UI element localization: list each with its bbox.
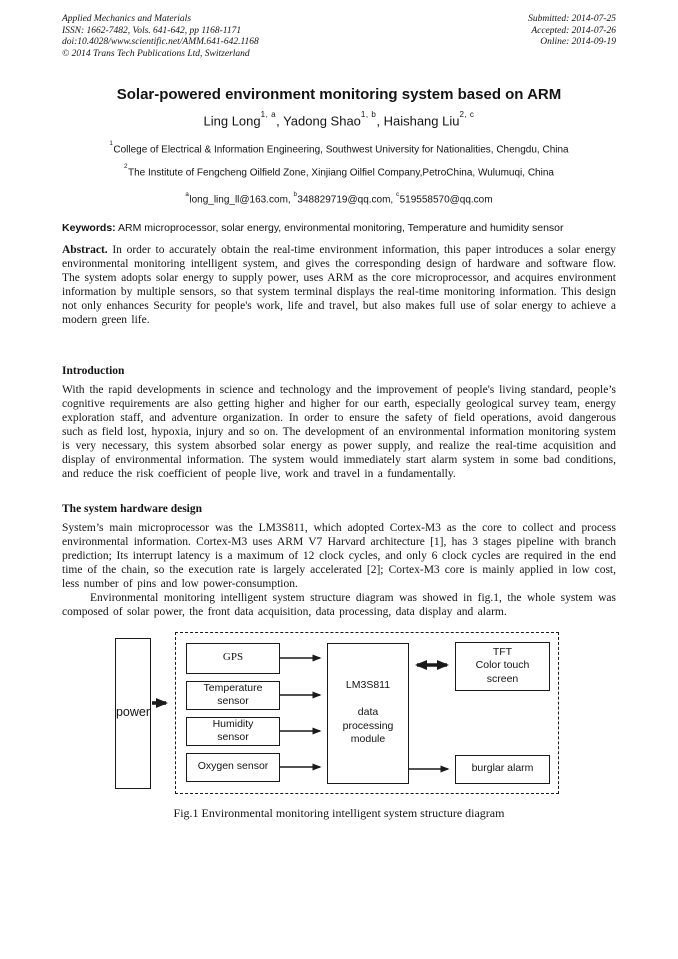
submitted-date: Submitted: 2014-07-25 xyxy=(528,14,616,24)
keywords-block: Keywords: ARM microprocessor, solar ener… xyxy=(62,221,616,235)
diagram-box-power: power xyxy=(115,637,151,789)
author-1-superscript: 1, a xyxy=(260,109,277,119)
author-2-name: Yadong Shao xyxy=(283,113,361,129)
submission-dates: Submitted: 2014-07-25 Accepted: 2014-07-… xyxy=(528,14,616,60)
journal-doi-line: doi:10.4028/www.scientific.net/AMM.641-6… xyxy=(62,37,259,48)
journal-copyright-line: © 2014 Trans Tech Publications Ltd, Swit… xyxy=(62,48,250,59)
affiliation-1-text: College of Electrical & Information Engi… xyxy=(113,144,569,156)
author-2-superscript: 1, b xyxy=(360,109,377,119)
diagram-box-humidity-sensor: Humidity sensor xyxy=(186,716,280,746)
system-boundary-dashed-frame xyxy=(175,631,559,794)
diagram-box-lm3s811-processor: LM3S811 data processing module xyxy=(327,642,409,784)
author-3-sep: , xyxy=(376,113,384,129)
author-2-sep: , xyxy=(276,113,284,129)
abstract-text: In order to accurately obtain the real-t… xyxy=(62,243,616,326)
email-2-superscript: b xyxy=(293,190,298,198)
email-2-address: 348829719@qq.com, xyxy=(297,194,396,206)
affiliation-1: 1College of Electrical & Information Eng… xyxy=(87,140,592,156)
diagram-box-burglar-alarm: burglar alarm xyxy=(455,754,550,784)
section-heading-hardware-design: The system hardware design xyxy=(62,502,203,515)
journal-header: Applied Mechanics and Materials ISSN: 16… xyxy=(62,14,616,60)
figure-1-caption: Fig.1 Environmental monitoring intellige… xyxy=(173,805,505,820)
page-content: Applied Mechanics and Materials ISSN: 16… xyxy=(62,14,616,820)
keywords-label: Keywords: xyxy=(62,221,116,234)
email-3-address: 519558570@qq.com xyxy=(399,194,493,206)
accepted-date: Accepted: 2014-07-26 xyxy=(531,25,616,36)
paper-title: Solar-powered environment monitoring sys… xyxy=(116,86,562,104)
journal-issn-line: ISSN: 1662-7482, Vols. 641-642, pp 1168-… xyxy=(62,25,242,36)
abstract-block: Abstract. In order to accurately obtain … xyxy=(62,243,616,327)
journal-info: Applied Mechanics and Materials ISSN: 16… xyxy=(62,14,259,60)
email-3-superscript: c xyxy=(395,190,400,198)
affiliation-1-superscript: 1 xyxy=(109,139,114,147)
author-3-name: Haishang Liu xyxy=(383,113,460,129)
journal-name: Applied Mechanics and Materials xyxy=(62,14,192,24)
diagram-arrows xyxy=(152,654,450,773)
diagram-box-gps: GPS xyxy=(186,642,280,674)
author-1-name: Ling Long xyxy=(203,113,261,129)
author-3-superscript: 2, c xyxy=(459,109,475,119)
affiliation-2-superscript: 2 xyxy=(124,163,128,171)
diagram-box-tft-touch-screen: TFT Color touch screen xyxy=(455,641,550,691)
online-date: Online: 2014-09-19 xyxy=(540,37,616,48)
abstract-label: Abstract. xyxy=(62,243,108,256)
hardware-design-paragraph-1: System’s main microprocessor was the LM3… xyxy=(62,521,616,590)
email-1-superscript: a xyxy=(185,190,190,198)
section-heading-introduction: Introduction xyxy=(62,364,125,377)
figure-1-diagram: power GPS Temperature sensor Humidity se… xyxy=(62,631,616,797)
keywords-text: ARM microprocessor, solar energy, enviro… xyxy=(115,221,564,234)
affiliation-2: 2The Institute of Fengcheng Oilfield Zon… xyxy=(87,163,592,179)
diagram-box-temperature-sensor: Temperature sensor xyxy=(186,680,280,710)
author-line: Ling Long1, a, Yadong Shao1, b, Haishang… xyxy=(62,110,616,129)
introduction-paragraph: With the rapid developments in science a… xyxy=(62,383,616,480)
hardware-design-paragraph-2: Environmental monitoring intelligent sys… xyxy=(62,591,616,618)
affiliation-2-text: The Institute of Fengcheng Oilfield Zone… xyxy=(127,167,554,179)
email-1-address: long_ling_ll@163.com, xyxy=(189,194,294,206)
diagram-box-oxygen-sensor: Oxygen sensor xyxy=(186,752,280,782)
email-line: along_ling_ll@163.com, b348829719@qq.com… xyxy=(62,190,616,206)
